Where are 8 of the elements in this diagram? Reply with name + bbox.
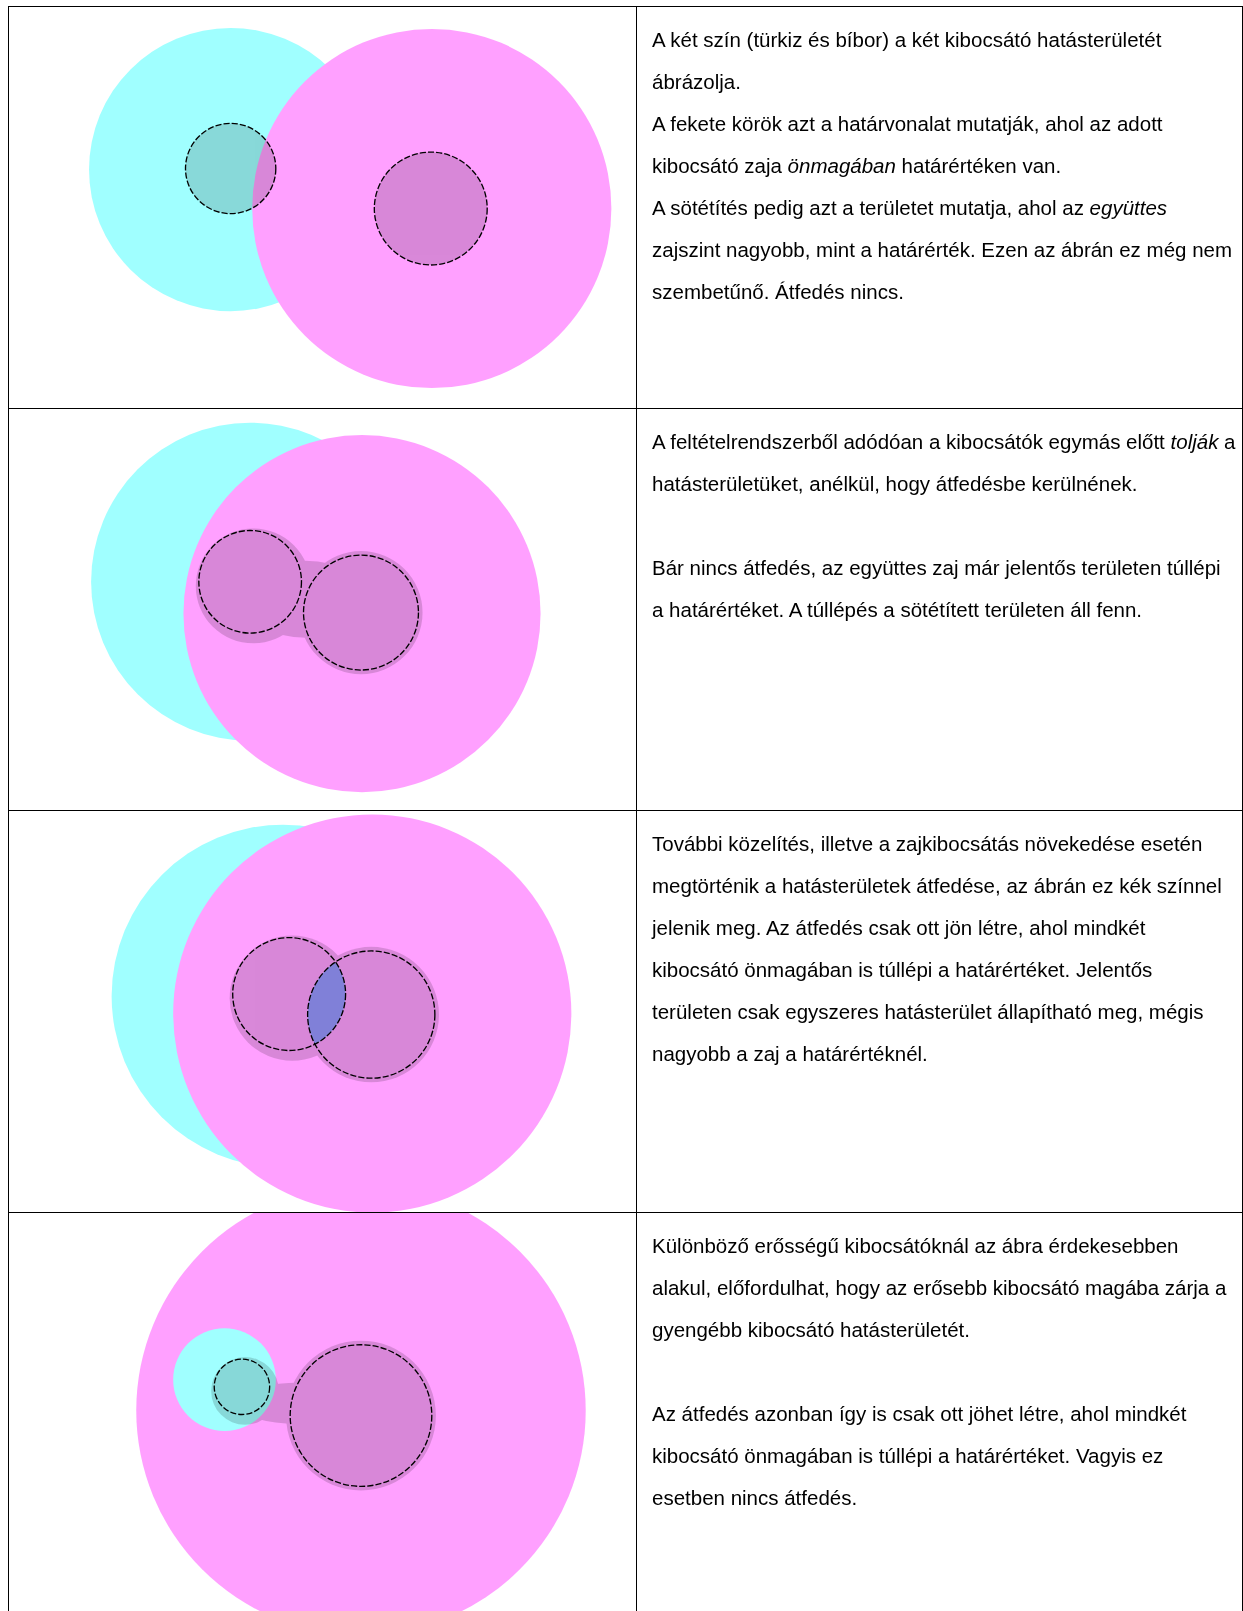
paragraph: További közelítés, illetve a zajkibocsátás növekedése esetén megtörténik a hatásterületek átfedése, az ábrán ez kék színnel jelenik meg. Az átfedés csak ott jön létre, ahol mindkét kibocsátó önmagában is túllépi a határértéket. Jelentős területen csak egyszeres hatásterület állapítható meg, mégis nagyobb a zaj a határértéknél. [652, 831, 1223, 1067]
paragraph: A sötétítés pedig azt a területet mutatja, ahol az együttes zajszint nagyobb, mint a határérték. Ezen az ábrán ez még nem szembetűnő. Átfedés nincs. [652, 195, 1233, 305]
paragraph: Különböző erősségű kibocsátóknál az ábra érdekesebben alakul, előfordulhat, hogy az erősebb kibocsátó magába zárja a gyengébb kibocsátó hatásterületét. [652, 1233, 1228, 1343]
paragraph: A két szín (türkiz és bíbor) a két kibocsátó hatásterületét ábrázolja. [652, 27, 1163, 95]
paragraph: A fekete körök azt a határvonalat mutatják, ahol az adott kibocsátó zaja önmagában határértéken van. [652, 111, 1164, 179]
paragraph: Az átfedés azonban így is csak ott jöhet létre, ahol mindkét kibocsátó önmagában is túllépi a határértéket. Vagyis ez esetben nincs átfedés. [652, 1401, 1188, 1511]
paragraph: Bár nincs átfedés, az együttes zaj már jelentős területen túllépi a határértéket. A túllépés a sötétített területen áll fenn. [652, 555, 1222, 623]
paragraph: A feltételrendszerből adódóan a kibocsátók egymás előtt tolják a hatásterületüket, anélkül, hogy átfedésbe kerülnének. [652, 429, 1237, 497]
